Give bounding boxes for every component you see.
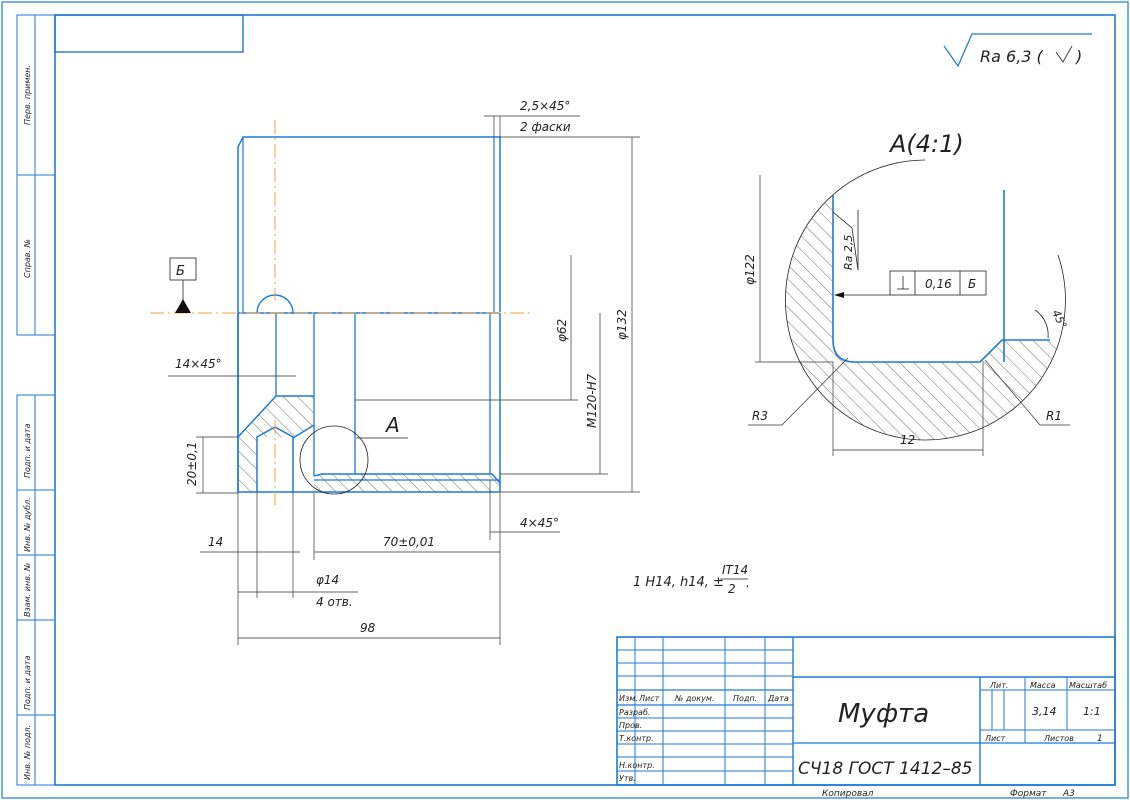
dim-len98: 98 <box>360 621 376 635</box>
roughness-text: Ra 6,3 ( <box>980 47 1044 66</box>
note-denom: 2 <box>728 582 736 596</box>
dim-hole-d: φ14 <box>316 573 339 587</box>
role-utv: Утв. <box>619 774 636 783</box>
stamp-podp-data-1: Подп. и дата <box>23 423 32 478</box>
title-block: Изм. Лист № докум. Подп. Дата Разраб. Пр… <box>616 636 1116 786</box>
role-nkontr: Н.контр. <box>619 761 655 770</box>
dim-h20: 20±0,1 <box>185 442 199 486</box>
detail-ra25: Ra 2,5 <box>842 235 855 270</box>
role-prov: Пров. <box>619 721 642 730</box>
dim-chamfer-14: 14×45° <box>175 357 222 371</box>
note-numer: IT14 <box>722 563 748 577</box>
dim-d132: φ132 <box>615 309 629 340</box>
detail-r1: R1 <box>1046 409 1062 423</box>
view-label: A <box>384 413 400 437</box>
roughness-check-icon <box>1055 45 1073 63</box>
general-note: 1 H14, h14, ± IT14 2 . <box>633 563 750 596</box>
stamp-inv-podl: Инв. № подл. <box>23 725 32 780</box>
datum-label: Б <box>176 264 185 279</box>
footer-format: A3 <box>1062 789 1075 799</box>
dim-thread: M120-H7 <box>585 373 599 428</box>
dim-d62: φ62 <box>555 319 569 342</box>
detail-label: A(4:1) <box>888 130 964 158</box>
dim-hole-count: 4 отв. <box>316 595 353 609</box>
stamp-sprav-nomer: Справ. № <box>23 239 32 278</box>
datum-triangle-icon <box>175 299 191 313</box>
col-izm: Изм. <box>619 694 638 703</box>
stamp-inv-dubl: Инв. № дубл. <box>23 497 32 552</box>
sheets-value: 1 <box>1097 734 1103 744</box>
detail-r3: R3 <box>752 409 768 423</box>
col-data: Дата <box>767 694 789 703</box>
mass-value: 3,14 <box>1032 705 1057 718</box>
stamp-podp-data-2: Подп. и дата <box>23 655 32 710</box>
col-list: Лист <box>638 694 660 703</box>
stamp-perv-primen: Перв. примен. <box>23 65 32 125</box>
perpendicularity-icon <box>897 276 909 290</box>
detail-circle <box>299 425 369 495</box>
tolerance-datum: Б <box>968 277 976 291</box>
hatch-detail <box>785 160 1065 440</box>
main-view: Б A 2,5×45° 2 фаски 14×45° φ132 M120-H7 … <box>150 99 640 645</box>
dim-chamfer-top-note: 2 фаски <box>520 120 571 134</box>
role-razrab: Разраб. <box>619 708 650 717</box>
dim-w14: 14 <box>208 535 223 549</box>
part-name: Муфта <box>838 699 929 729</box>
stamp-vzam-inv: Взам. инв. № <box>23 563 32 617</box>
detail-view: A(4:1) Ra 2,5 0,16 Б φ122 12 <box>743 130 1070 456</box>
tolerance-frame <box>889 270 987 296</box>
tolerance-value: 0,16 <box>925 277 952 291</box>
dim-w70: 70±0,01 <box>383 535 435 549</box>
note-suffix: . <box>746 576 750 590</box>
dim-chamfer-4: 4×45° <box>520 516 559 530</box>
lit-label: Лит. <box>989 681 1008 690</box>
hatch-bottom-wall <box>314 474 500 492</box>
col-podp: Подп. <box>733 694 757 703</box>
scale-label: Масштаб <box>1069 681 1107 690</box>
dim-chamfer-top: 2,5×45° <box>520 99 570 113</box>
footer: Копировал Формат A3 <box>822 789 1075 799</box>
detail-d122: φ122 <box>743 254 757 285</box>
footer-format-label: Формат <box>1010 789 1047 799</box>
sheet-label: Лист <box>984 734 1006 743</box>
detail-w12: 12 <box>900 433 915 447</box>
footer-copied: Копировал <box>822 789 874 799</box>
side-stamp: Перв. примен. Справ. № Подп. и дата Инв.… <box>16 14 56 786</box>
detail-angle: 45° <box>1049 308 1069 331</box>
roughness-close: ) <box>1075 47 1082 66</box>
note-prefix: 1 H14, h14, ± <box>633 575 724 590</box>
part-material: СЧ18 ГОСТ 1412–85 <box>798 759 972 779</box>
roughness-mark: Ra 6,3 ( ) <box>943 33 1092 68</box>
role-tkontr: Т.контр. <box>619 734 654 743</box>
col-dokum: № докум. <box>674 694 714 703</box>
scale-value: 1:1 <box>1083 705 1101 718</box>
mass-label: Масса <box>1030 681 1056 690</box>
sheets-label: Листов <box>1043 734 1074 743</box>
